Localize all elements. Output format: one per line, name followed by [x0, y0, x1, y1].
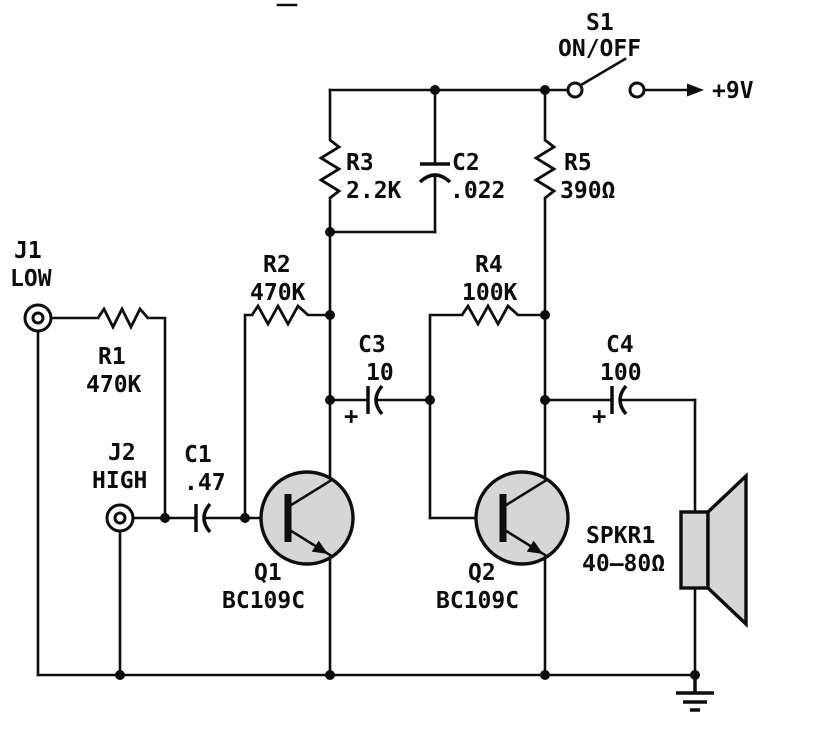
speaker-spkr1: SPKR1 40–80Ω	[582, 472, 748, 628]
transistor-body-icon	[259, 470, 355, 566]
junction-dot	[115, 670, 125, 680]
wire-r4-left-branch	[428, 313, 464, 520]
r5-value-label: 390Ω	[560, 178, 615, 204]
jack-j1: J1 LOW	[10, 238, 53, 333]
transistor-collector-icon	[286, 479, 332, 509]
capacitor-curved-plate-icon	[374, 384, 384, 416]
r1-ref-label: R1	[98, 344, 126, 370]
r1-value-label: 470K	[86, 372, 142, 398]
j1-name-label: LOW	[10, 266, 52, 292]
junction-dot	[540, 395, 550, 405]
resistor-r4: R4 100K	[460, 252, 519, 327]
spkr1-ref-label: SPKR1	[586, 523, 655, 549]
spkr1-impedance-label: 40–80Ω	[582, 551, 665, 577]
capacitor-curved-plate-icon	[202, 502, 212, 534]
r3-ref-label: R3	[346, 150, 374, 176]
junction-dot	[325, 395, 335, 405]
jack-inner-ring-icon	[31, 311, 45, 325]
c3-value-label: 10	[366, 360, 394, 386]
c4-value-label: 100	[600, 360, 642, 386]
junction-dot	[425, 395, 435, 405]
r5-ref-label: R5	[564, 150, 592, 176]
c3-ref-label: C3	[358, 332, 386, 358]
j1-ref-label: J1	[14, 238, 42, 264]
junction-dots	[115, 85, 700, 680]
transistor-q2: Q2 BC109C	[436, 470, 570, 614]
s1-function-label: ON/OFF	[558, 36, 641, 62]
junction-dot	[325, 670, 335, 680]
junction-dot	[240, 513, 250, 523]
capacitor-curved-plate-icon	[418, 173, 452, 184]
r3-value-label: 2.2K	[346, 178, 402, 204]
j2-name-label: HIGH	[92, 468, 147, 494]
r4-ref-label: R4	[475, 252, 503, 278]
c4-ref-label: C4	[606, 332, 634, 358]
r2-ref-label: R2	[263, 252, 291, 278]
transistor-q1: Q1 BC109C	[222, 470, 355, 614]
transistor-body-icon	[474, 470, 570, 566]
q2-part-label: BC109C	[436, 588, 519, 614]
switch-terminal-icon	[566, 81, 584, 99]
switch-terminal-icon	[628, 81, 646, 99]
capacitor-curved-plate-icon	[618, 384, 628, 416]
junction-dot	[540, 670, 550, 680]
s1-ref-label: S1	[586, 10, 614, 36]
resistor-zigzag-icon	[250, 303, 309, 327]
emitter-arrow-icon	[311, 540, 328, 554]
supply-voltage-label: +9V	[712, 78, 754, 104]
wire-r2-left-branch	[243, 313, 254, 520]
resistor-zigzag-icon	[460, 303, 519, 327]
resistor-r3: R3 2.2K	[318, 138, 402, 204]
c2-ref-label: C2	[452, 150, 480, 176]
junction-dot	[325, 227, 335, 237]
r2-value-label: 470K	[250, 280, 306, 306]
switch-lever-icon	[579, 57, 627, 87]
resistor-r2: R2 470K	[250, 252, 309, 327]
resistor-zigzag-icon	[533, 138, 557, 200]
ground-symbol-icon	[676, 675, 714, 712]
transistor-collector-icon	[501, 479, 547, 509]
resistor-r5: R5 390Ω	[533, 138, 615, 204]
junction-dot	[325, 310, 335, 320]
capacitor-c1: C1 .47	[184, 442, 226, 534]
q1-part-label: BC109C	[222, 588, 305, 614]
c4-polarity-label: +	[592, 402, 606, 430]
junction-dot	[540, 85, 550, 95]
resistor-zigzag-icon	[96, 305, 150, 331]
resistor-zigzag-icon	[318, 138, 342, 200]
c3-polarity-label: +	[344, 402, 358, 430]
c1-ref-label: C1	[184, 442, 212, 468]
speaker-cone-icon	[706, 472, 748, 628]
junction-dot	[430, 85, 440, 95]
junction-dot	[160, 513, 170, 523]
jack-inner-ring-icon	[113, 511, 127, 525]
r4-value-label: 100K	[462, 280, 518, 306]
emitter-arrow-icon	[526, 540, 543, 554]
q1-ref-label: Q1	[254, 560, 282, 586]
capacitor-c2: C2 .022	[418, 150, 505, 204]
junction-dot	[540, 310, 550, 320]
speaker-driver-icon	[679, 510, 710, 590]
resistor-r1: R1 470K	[86, 305, 150, 398]
capacitor-c4: C4 100 +	[592, 332, 642, 430]
capacitor-c3: C3 10 +	[344, 332, 394, 430]
supply-arrow-icon	[687, 83, 704, 97]
switch-s1: S1 ON/OFF	[558, 10, 646, 99]
c1-value-label: .47	[184, 470, 226, 496]
jack-j2: J2 HIGH	[92, 440, 147, 533]
supply: +9V	[687, 78, 754, 104]
q2-ref-label: Q2	[468, 560, 496, 586]
wire-r1-to-input-node	[146, 316, 167, 520]
j2-ref-label: J2	[108, 440, 136, 466]
c2-value-label: .022	[450, 178, 505, 204]
